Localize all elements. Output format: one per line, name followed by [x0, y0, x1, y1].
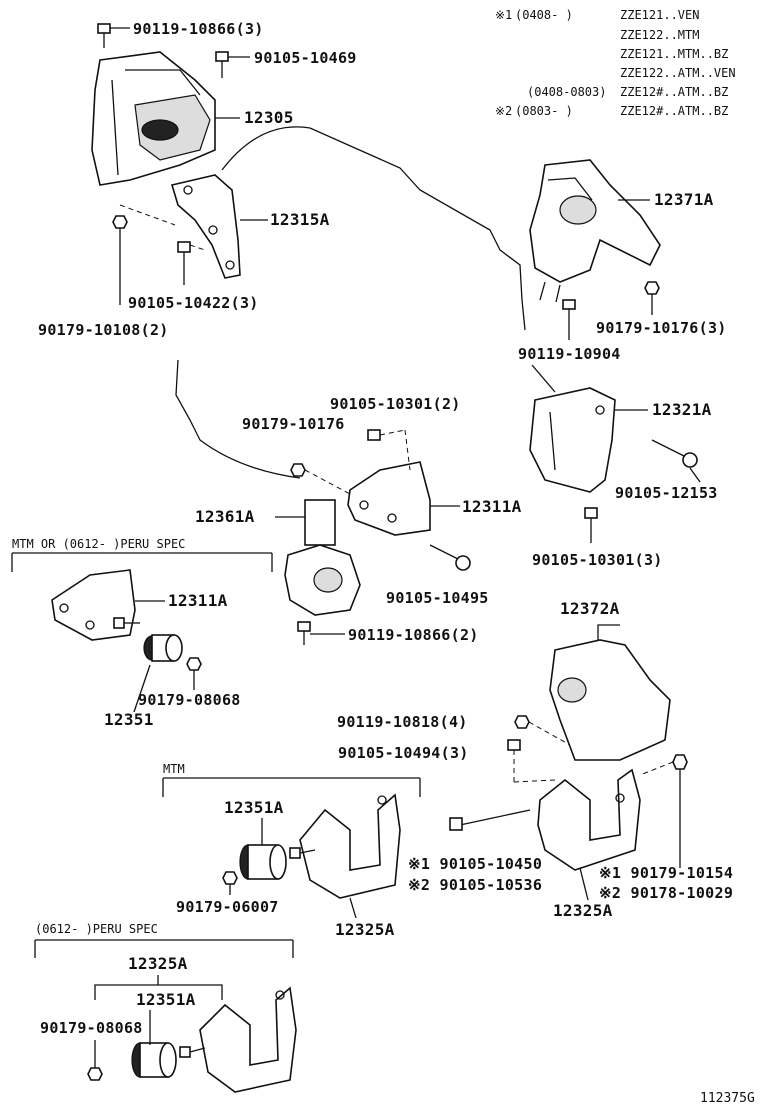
- label-90105-10469: 90105-10469: [254, 49, 357, 67]
- bolt-90119-10904: [562, 299, 576, 340]
- label-90105-10450: ※1 90105-10450: [408, 855, 543, 873]
- bolt-mtm: [289, 847, 316, 859]
- label-90119-10818-4: 90119-10818(4): [337, 713, 468, 731]
- label-90179-10176-3: 90179-10176(3): [596, 319, 727, 337]
- bolt-90119-10866: [97, 23, 111, 48]
- label-90105-10495: 90105-10495: [386, 589, 489, 607]
- part-12325a-bracket-peru: [199, 986, 297, 1093]
- part-12361a-mount: [284, 499, 361, 616]
- nut-90179-08068-peru: [87, 1040, 103, 1081]
- nut-90179-10176: [644, 281, 660, 315]
- label-12361a: 12361A: [195, 507, 255, 526]
- nut-90179-06007: [222, 871, 238, 895]
- label-12305: 12305: [244, 108, 294, 127]
- legend-mark-1: ※1: [495, 8, 513, 22]
- part-12321a-bracket: [529, 387, 616, 493]
- nut-90179-10154: [639, 754, 688, 868]
- label-90119-10866-3: 90119-10866(3): [133, 20, 264, 38]
- label-12315a: 12315A: [270, 210, 330, 229]
- label-12351: 12351: [104, 710, 154, 729]
- part-12372a-mount: [549, 624, 671, 761]
- part-12351a-bushing-mtm: [239, 844, 287, 880]
- bolt-90105-10494: [507, 739, 556, 783]
- nut-90179-10176-center: [290, 463, 353, 496]
- label-90105-10536: ※2 90105-10536: [408, 876, 543, 894]
- nut-90179-08068: [186, 657, 202, 690]
- legend-model-1: ZZE121..VEN: [620, 8, 700, 22]
- leader-wire-top: [221, 126, 526, 331]
- bolt-peru: [179, 1046, 206, 1058]
- leader-wire-left: [175, 359, 301, 479]
- part-12325a-bracket-mtm: [299, 793, 401, 899]
- label-12351a-mtm: 12351A: [224, 798, 284, 817]
- label-12311a-center: 12311A: [462, 497, 522, 516]
- bolt-90105-10495: [429, 544, 471, 571]
- section-bracket-mtm: [162, 777, 421, 797]
- label-12325a-peru: 12325A: [128, 954, 188, 973]
- part-12305-mount: [91, 51, 216, 186]
- nut-90179-10108: [112, 215, 128, 305]
- bolt-90105-12153: [651, 439, 701, 483]
- label-90105-10422-3: 90105-10422(3): [128, 294, 259, 312]
- legend-range-5: (0408-0803): [527, 85, 607, 99]
- legend-range-6: (0803- ): [515, 104, 573, 118]
- bolt-90105-10469: [215, 51, 250, 78]
- label-12351a-peru: 12351A: [136, 990, 196, 1009]
- label-12321a: 12321A: [652, 400, 712, 419]
- label-90179-10176: 90179-10176: [242, 415, 345, 433]
- label-90105-10301-2: 90105-10301(2): [330, 395, 461, 413]
- part-12325a-bracket-right: [537, 768, 641, 871]
- legend-model-3: ZZE121..MTM..BZ: [620, 47, 729, 61]
- bolt-left: [113, 617, 140, 629]
- label-90179-08068: 90179-08068: [138, 691, 241, 709]
- label-12372a: 12372A: [560, 599, 620, 618]
- label-90178-10029: ※2 90178-10029: [599, 884, 734, 902]
- section-label-peru: (0612- )PERU SPEC: [35, 922, 158, 936]
- label-12325a-right: 12325A: [553, 901, 613, 920]
- label-12325a-mtm: 12325A: [335, 920, 395, 939]
- section-label-mtm: MTM: [163, 762, 185, 776]
- label-12371a: 12371A: [654, 190, 714, 209]
- legend-range-1: (0408- ): [515, 8, 573, 22]
- label-90179-08068-peru: 90179-08068: [40, 1019, 143, 1037]
- section-bracket-peru: [34, 939, 294, 958]
- label-90179-06007: 90179-06007: [176, 898, 279, 916]
- legend-model-2: ZZE122..MTM: [620, 28, 700, 42]
- label-90179-10154: ※1 90179-10154: [599, 864, 734, 882]
- label-90179-10108-2: 90179-10108(2): [38, 321, 169, 339]
- legend-model-6: ZZE12#..ATM..BZ: [620, 104, 729, 118]
- part-12351-bushing: [143, 634, 183, 662]
- bolt-90105-10301-3: [584, 507, 598, 543]
- legend-model-5: ZZE12#..ATM..BZ: [620, 85, 729, 99]
- part-12371a-mount: [529, 159, 661, 303]
- section-bracket-mtm-or-peru: [11, 552, 273, 572]
- part-12311a-bracket-center: [347, 461, 431, 536]
- label-90105-10301-3: 90105-10301(3): [532, 551, 663, 569]
- part-12311a-bracket-left: [51, 569, 136, 641]
- bolt-90105-10422: [177, 241, 206, 285]
- label-90105-12153: 90105-12153: [615, 484, 718, 502]
- legend-model-4: ZZE122..ATM..VEN: [620, 66, 736, 80]
- nut-90119-10818: [514, 715, 571, 746]
- leader-12321a: [531, 364, 556, 393]
- part-12351a-bushing-peru: [131, 1042, 177, 1078]
- label-90105-10494-3: 90105-10494(3): [338, 744, 469, 762]
- figure-id: 112375G: [700, 1091, 755, 1106]
- bolt-90119-10866-2: [297, 621, 345, 645]
- legend-mark-6: ※2: [495, 104, 513, 118]
- bolt-90105-10301-2: [367, 429, 411, 471]
- label-90119-10904: 90119-10904: [518, 345, 621, 363]
- part-12315a-bracket: [170, 174, 241, 279]
- label-12311a-left: 12311A: [168, 591, 228, 610]
- section-label-mtm-or-peru: MTM OR (0612- )PERU SPEC: [12, 537, 186, 551]
- bolt-90105-10450: [449, 809, 531, 831]
- label-90119-10866-2: 90119-10866(2): [348, 626, 479, 644]
